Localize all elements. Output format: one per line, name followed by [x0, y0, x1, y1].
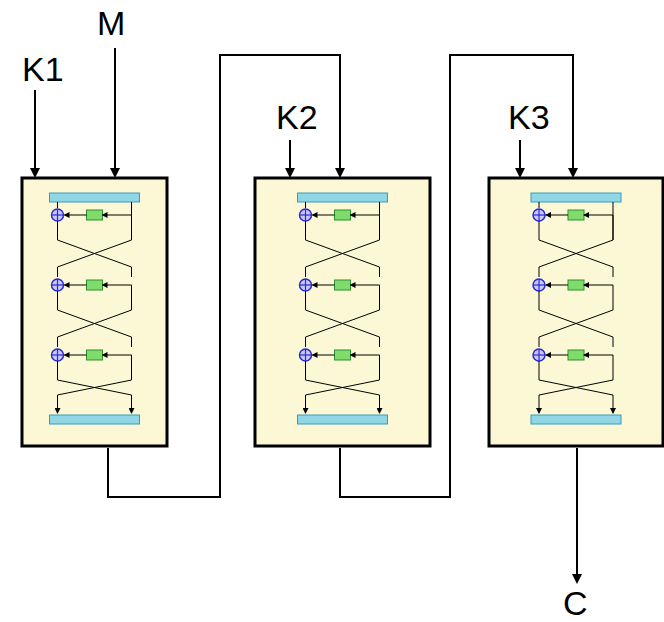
feistel-line [539, 221, 613, 277]
xor-symbol [533, 279, 545, 291]
feistel-line [539, 355, 613, 405]
round-function [568, 210, 584, 220]
round-function [568, 350, 584, 360]
input-arrow [114, 48, 116, 176]
round-function [335, 350, 351, 360]
xor-symbol [538, 209, 539, 221]
feistel-line [103, 215, 132, 216]
feistel-line [306, 361, 380, 405]
xor-symbol [52, 349, 64, 361]
xor-symbol [300, 279, 312, 291]
cipher-box [255, 178, 430, 446]
feistel-line [306, 285, 380, 347]
feistel-line [58, 361, 132, 405]
xor-symbol [533, 209, 545, 221]
feistel-line [539, 285, 613, 347]
xor-symbol [57, 279, 58, 291]
round-function [335, 280, 351, 290]
feistel-line [103, 285, 132, 286]
round-function [568, 280, 584, 290]
xor-symbol [300, 349, 312, 361]
input-label: M [97, 6, 125, 40]
permutation-bar [298, 193, 388, 202]
xor-symbol [533, 349, 545, 361]
feistel-line [58, 221, 132, 277]
cipher-box [489, 178, 663, 446]
output-label: C [563, 586, 588, 620]
xor-symbol [300, 209, 312, 221]
feistel-line [58, 215, 132, 277]
round-function [87, 350, 103, 360]
feistel-line [65, 215, 87, 216]
feistel-line [57, 202, 58, 208]
xor-symbol [52, 209, 64, 221]
feistel-line [546, 285, 568, 286]
xor-symbol [305, 209, 306, 221]
feistel-line [584, 355, 613, 356]
key-label: K3 [508, 100, 550, 134]
feistel-line [539, 361, 613, 405]
feistel-line [306, 215, 380, 277]
xor-symbol [538, 279, 539, 291]
feistel-line [58, 355, 132, 405]
feistel-line [306, 355, 380, 405]
xor-symbol [57, 209, 58, 221]
feistel-line [613, 405, 614, 413]
feistel-line [351, 285, 380, 286]
feistel-line [539, 215, 613, 277]
key-arrow [289, 140, 291, 176]
feistel-line [539, 202, 540, 208]
feistel-line [546, 215, 568, 216]
feistel-line [351, 355, 380, 356]
key-label: K1 [22, 52, 64, 86]
xor-symbol [305, 279, 306, 291]
feistel-line [58, 285, 132, 347]
wire [108, 55, 340, 497]
feistel-line [539, 405, 540, 413]
feistel-line [305, 202, 306, 208]
feistel-line [584, 215, 613, 216]
feistel-line [306, 221, 380, 277]
feistel-line [351, 215, 380, 216]
key-arrow [519, 140, 521, 176]
xor-symbol [57, 349, 58, 361]
round-function [87, 280, 103, 290]
permutation-bar [531, 415, 621, 424]
output-arrow [576, 448, 578, 582]
feistel-line [306, 291, 380, 347]
feistel-line [313, 355, 335, 356]
feistel-line [57, 405, 58, 413]
permutation-bar [298, 415, 388, 424]
feistel-line [379, 405, 380, 413]
cipher-box [22, 178, 167, 446]
feistel-line [65, 285, 87, 286]
feistel-line [584, 285, 613, 286]
key-label: K2 [276, 100, 318, 134]
xor-symbol [305, 349, 306, 361]
feistel-line [546, 355, 568, 356]
permutation-bar [50, 415, 140, 424]
permutation-bar [531, 193, 621, 202]
feistel-line [305, 405, 306, 413]
round-function [335, 210, 351, 220]
key-arrow [34, 90, 36, 176]
feistel-line [58, 291, 132, 347]
round-function [87, 210, 103, 220]
xor-symbol [538, 349, 539, 361]
feistel-line [313, 215, 335, 216]
feistel-line [539, 291, 613, 347]
feistel-line [103, 355, 132, 356]
feistel-line [313, 285, 335, 286]
xor-symbol [52, 279, 64, 291]
permutation-bar [50, 193, 140, 202]
feistel-line [131, 405, 132, 413]
feistel-line [65, 355, 87, 356]
wire [340, 55, 573, 497]
